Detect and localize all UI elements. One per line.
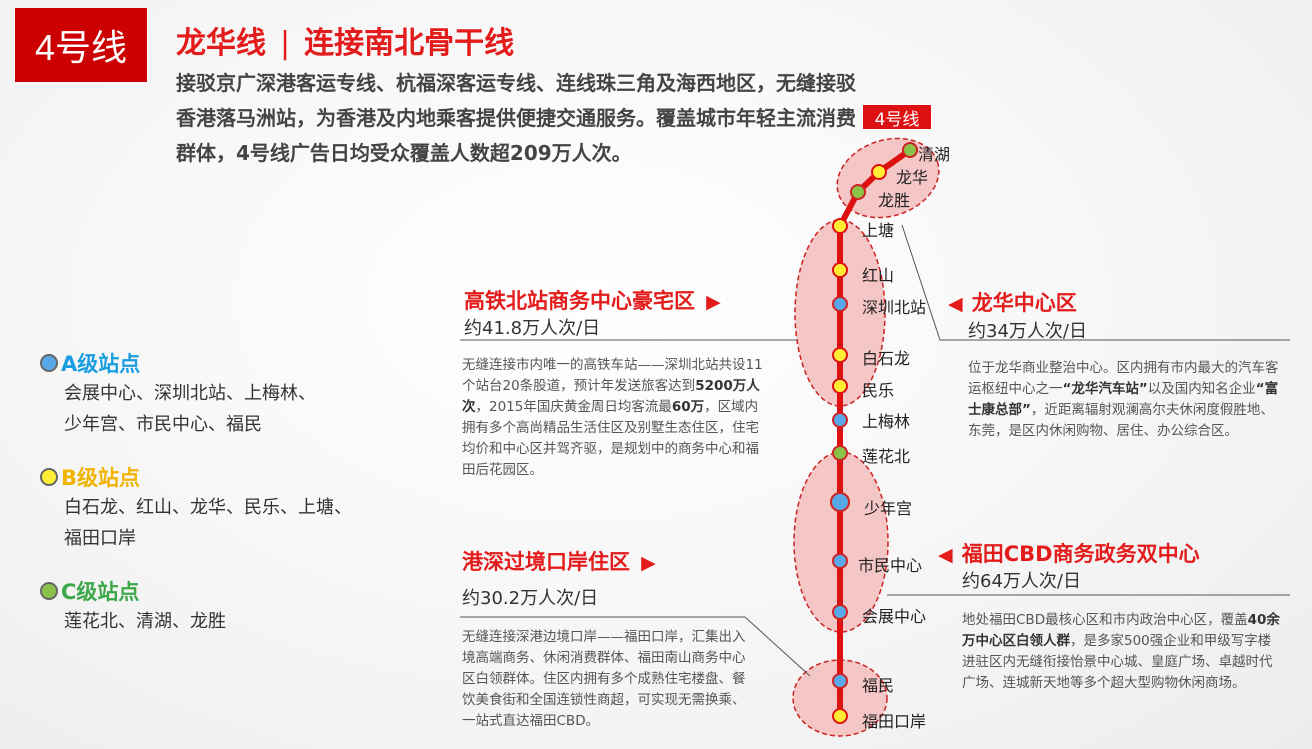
connector-port bbox=[460, 616, 811, 677]
station-marker-12[interactable] bbox=[832, 553, 848, 569]
station-label-huizhanzhongxin[interactable]: 会展中心 bbox=[862, 607, 927, 626]
zone-cbd-title: 福田CBD商务政务双中心 bbox=[961, 542, 1200, 566]
station-marker-3[interactable] bbox=[850, 184, 866, 200]
legend-c-title: C级站点 bbox=[61, 580, 140, 604]
title-separator: | bbox=[280, 26, 291, 61]
legend-c: C级站点 莲花北、清湖、龙胜 bbox=[40, 576, 226, 637]
line-badge: 4号线 bbox=[15, 8, 147, 82]
zone-longhua-desc: 位于龙华商业整治中心。区内拥有市内最大的汽车客运枢纽中心之一“龙华汽车站”以及国… bbox=[968, 360, 1279, 439]
legend-a-line1: 会展中心、深圳北站、上梅林、 bbox=[64, 383, 316, 404]
station-marker-15[interactable] bbox=[832, 708, 848, 724]
station-marker-9[interactable] bbox=[832, 412, 848, 428]
title-sub: 连接南北骨干线 bbox=[304, 26, 515, 61]
grade-a-dot-icon bbox=[40, 354, 58, 372]
legend-b-line2: 福田口岸 bbox=[64, 528, 136, 549]
zone-port-traffic: 约30.2万人次/日 bbox=[462, 588, 599, 609]
station-marker-2[interactable] bbox=[871, 164, 887, 180]
station-label-minle[interactable]: 民乐 bbox=[862, 381, 895, 400]
zone-cbd-heading: ◀ 福田CBD商务政务双中心 bbox=[938, 538, 1200, 568]
station-marker-4[interactable] bbox=[832, 218, 848, 234]
station-marker-11[interactable] bbox=[830, 492, 850, 512]
station-marker-8[interactable] bbox=[832, 378, 848, 394]
zone-longhua-traffic: 约34万人次/日 bbox=[968, 321, 1087, 342]
grade-b-dot-icon bbox=[40, 468, 58, 486]
intro-text: 接驳京广深港客运专线、杭福深客运专线、连线珠三角及海西地区，无缝接驳香港落马洲站… bbox=[176, 71, 856, 165]
legend-a-title: A级站点 bbox=[61, 352, 141, 376]
station-label-shenzhenbei[interactable]: 深圳北站 bbox=[862, 298, 927, 317]
legend-b-title: B级站点 bbox=[61, 466, 141, 490]
arrow-left-icon: ◀ bbox=[938, 544, 953, 566]
title-main: 龙华线 bbox=[176, 26, 266, 61]
arrow-left-icon: ◀ bbox=[948, 293, 963, 315]
station-label-futiankouan[interactable]: 福田口岸 bbox=[862, 712, 927, 731]
zone-north-traffic: 约41.8万人次/日 bbox=[464, 318, 601, 339]
grade-c-dot-icon bbox=[40, 582, 58, 600]
legend-b: B级站点 白石龙、红山、龙华、民乐、上塘、 福田口岸 bbox=[40, 462, 352, 554]
zone-cbd-desc: 地处福田CBD最核心区和市内政治中心区，覆盖40余万中心区白领人群，是多家500… bbox=[962, 612, 1280, 691]
station-marker-6[interactable] bbox=[832, 296, 848, 312]
station-label-shangtang[interactable]: 上塘 bbox=[862, 221, 895, 240]
page-title: 龙华线 | 连接南北骨干线 bbox=[176, 18, 514, 62]
zone-north-title: 高铁北站商务中心豪宅区 bbox=[464, 289, 695, 313]
zone-north-heading: 高铁北站商务中心豪宅区 ▶ bbox=[464, 285, 721, 315]
station-marker-13[interactable] bbox=[832, 604, 848, 620]
station-label-fumin[interactable]: 福民 bbox=[862, 676, 895, 695]
station-marker-10[interactable] bbox=[832, 445, 848, 461]
connector-longhua bbox=[901, 224, 1290, 341]
station-marker-14[interactable] bbox=[832, 673, 848, 689]
arrow-right-icon: ▶ bbox=[706, 291, 721, 313]
station-label-hongshan[interactable]: 红山 bbox=[862, 266, 895, 285]
station-label-shiminzhongxin[interactable]: 市民中心 bbox=[858, 556, 923, 575]
zone-port-desc: 无缝连接深港边境口岸——福田口岸，汇集出入境高端商务、休闲消费群体、福田南山商务… bbox=[462, 629, 746, 729]
station-label-lianhuabei[interactable]: 莲花北 bbox=[862, 447, 911, 466]
arrow-right-icon: ▶ bbox=[641, 552, 656, 574]
station-label-qinghu[interactable]: 清湖 bbox=[918, 145, 951, 164]
zone-longhua-heading: ◀ 龙华中心区 bbox=[948, 287, 1077, 317]
legend-c-line1: 莲花北、清湖、龙胜 bbox=[64, 611, 226, 632]
zone-port-title: 港深过境口岸住区 bbox=[462, 550, 630, 574]
legend-a-line2: 少年宫、市民中心、福民 bbox=[64, 414, 262, 435]
station-marker-1[interactable] bbox=[902, 142, 918, 158]
zone-port-heading: 港深过境口岸住区 ▶ bbox=[462, 546, 656, 576]
zone-north-desc: 无缝连接市内唯一的高铁车站——深圳北站共设11个站台20条股道，预计年发送旅客达… bbox=[462, 357, 763, 478]
station-label-baishilong[interactable]: 白石龙 bbox=[862, 349, 911, 368]
zone-cbd-traffic: 约64万人次/日 bbox=[962, 571, 1081, 592]
station-label-shangmeilin[interactable]: 上梅林 bbox=[862, 412, 911, 431]
station-marker-7[interactable] bbox=[832, 347, 848, 363]
legend-a: A级站点 会展中心、深圳北站、上梅林、 少年宫、市民中心、福民 bbox=[40, 348, 316, 440]
station-label-longhua[interactable]: 龙华 bbox=[896, 168, 929, 187]
station-label-longsheng[interactable]: 龙胜 bbox=[878, 191, 911, 210]
station-marker-5[interactable] bbox=[832, 262, 848, 278]
stations bbox=[830, 142, 918, 724]
legend-b-line1: 白石龙、红山、龙华、民乐、上塘、 bbox=[64, 497, 352, 518]
map-line-badge: 4号线 bbox=[862, 104, 932, 130]
zone-longhua-title: 龙华中心区 bbox=[971, 291, 1077, 315]
station-label-shaoniangong[interactable]: 少年宫 bbox=[864, 499, 913, 518]
